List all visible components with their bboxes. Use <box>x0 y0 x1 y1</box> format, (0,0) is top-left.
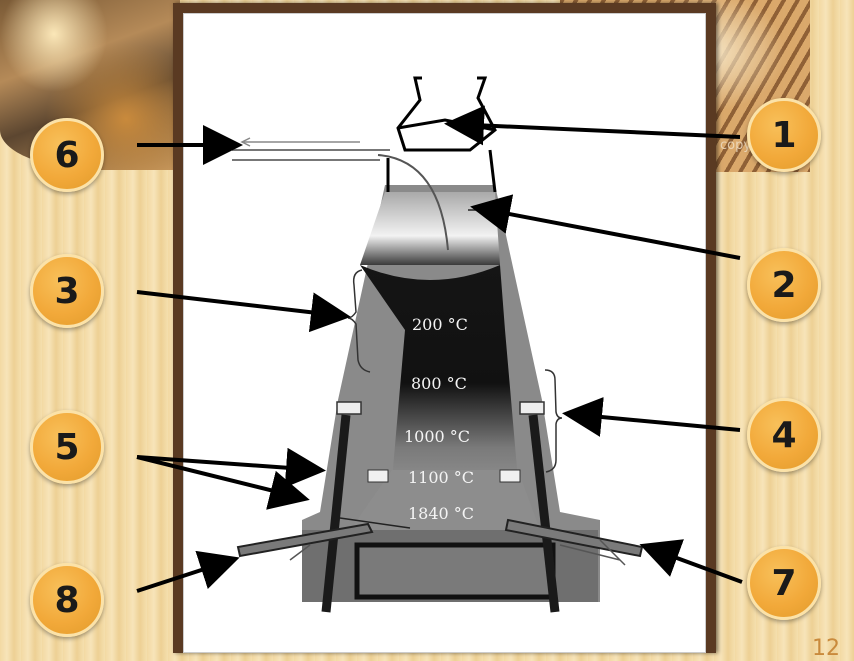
callout-badge-8: 8 <box>30 563 104 637</box>
temp-label-200: 200 °C <box>412 315 468 334</box>
callout-arrow-8 <box>136 550 240 593</box>
temp-label-1100: 1100 °C <box>408 468 475 487</box>
callout-badge-2: 2 <box>747 248 821 322</box>
callout-arrow-3 <box>136 290 351 333</box>
callout-arrow-5b <box>136 455 310 510</box>
callout-arrow-2 <box>470 194 741 260</box>
callout-arrows <box>136 105 743 593</box>
callout-arrow-1 <box>444 105 741 146</box>
temp-label-1840: 1840 °C <box>408 504 475 523</box>
callout-arrow-7 <box>639 539 743 584</box>
callout-badge-3: 3 <box>30 254 104 328</box>
temp-label-1000: 1000 °C <box>404 427 471 446</box>
photo-watermark: copy <box>720 138 752 153</box>
callout-arrow-4 <box>562 397 741 437</box>
charging-hopper <box>386 76 497 193</box>
furnace-body <box>302 185 600 602</box>
callout-badge-4: 4 <box>747 398 821 472</box>
tap-pipes <box>236 518 644 566</box>
tuyeres <box>367 469 521 483</box>
callout-badge-7: 7 <box>747 546 821 620</box>
callout-badge-6: 6 <box>30 118 104 192</box>
gas-outlet-pipe <box>232 137 449 251</box>
temp-label-800: 800 °C <box>411 374 467 393</box>
callout-badge-1: 1 <box>747 98 821 172</box>
slide-page-number: 12 <box>812 636 840 661</box>
callout-arrow-5a <box>136 447 326 488</box>
support-columns <box>321 401 560 613</box>
callout-badge-5: 5 <box>30 410 104 484</box>
